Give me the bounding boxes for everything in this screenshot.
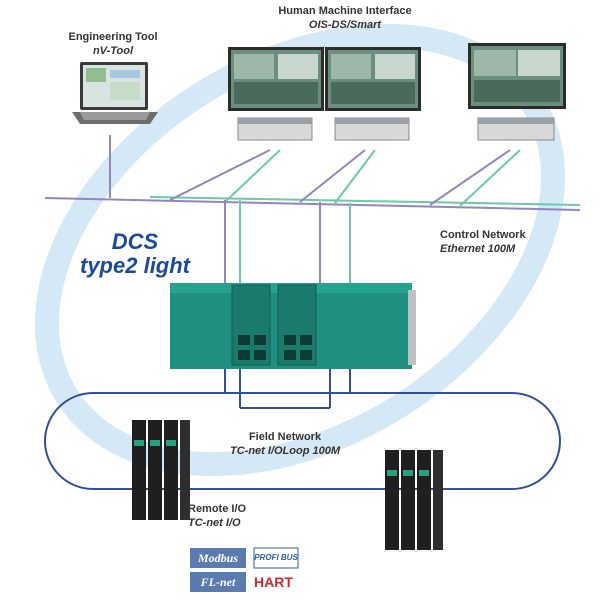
flnet-logo: FL-net	[200, 575, 236, 589]
controller-unit-icon	[170, 283, 416, 369]
control-network-title: Control Network	[440, 229, 526, 241]
profibus-logo: PROFI BUS	[254, 553, 298, 562]
field-network-title: Field Network	[248, 431, 322, 443]
control-network-subtitle: Ethernet 100M	[440, 243, 516, 255]
hmi-monitor-1-icon	[228, 47, 324, 141]
hmi-link-3a	[429, 149, 511, 206]
field-network-loop	[44, 392, 561, 490]
engineering-tool-subtitle: nV-Tool	[92, 45, 134, 57]
modbus-logo: Modbus	[197, 551, 238, 565]
hmi-subtitle: OIS-DS/Smart	[308, 19, 382, 31]
remote-io-label: Remote I/O TC-net I/O	[188, 502, 268, 530]
hmi-link-1a	[169, 149, 271, 201]
field-network-label: Field Network TC-net I/OLoop 100M	[215, 430, 355, 458]
remote-io-rack-right-icon	[385, 450, 443, 550]
control-network-line	[44, 197, 581, 211]
hmi-link-3b	[459, 149, 521, 207]
hmi-monitor-3-icon	[468, 43, 566, 141]
dcs-line1: DCS	[111, 229, 159, 254]
control-network-label: Control Network Ethernet 100M	[440, 228, 550, 256]
engineering-tool-label: Engineering Tool nV-Tool	[58, 30, 168, 58]
hmi-link-2a	[299, 149, 366, 203]
hmi-link-2b	[334, 149, 376, 204]
control-network-line-secondary	[149, 196, 581, 206]
hmi-link-1b	[224, 149, 281, 203]
laptop-icon	[72, 62, 158, 124]
field-network-subtitle: TC-net I/OLoop 100M	[230, 445, 340, 457]
remote-io-rack-left-icon	[132, 420, 190, 520]
hmi-monitor-2-icon	[325, 47, 421, 141]
engineering-tool-title: Engineering Tool	[68, 31, 158, 43]
modbus-logo-bg	[190, 548, 246, 568]
hmi-title: Human Machine Interface	[278, 5, 412, 17]
hmi-label: Human Machine Interface OIS-DS/Smart	[250, 4, 440, 32]
profibus-logo-bg	[253, 547, 299, 569]
hart-logo-bg	[254, 572, 324, 592]
dcs-label: DCS type2 light	[80, 230, 190, 278]
remote-io-title: Remote I/O	[188, 503, 247, 515]
flnet-logo-bg	[190, 572, 246, 592]
dcs-line2: type2 light	[80, 253, 191, 278]
remote-io-subtitle: TC-net I/O	[188, 517, 241, 529]
hart-logo: HART	[254, 574, 293, 590]
